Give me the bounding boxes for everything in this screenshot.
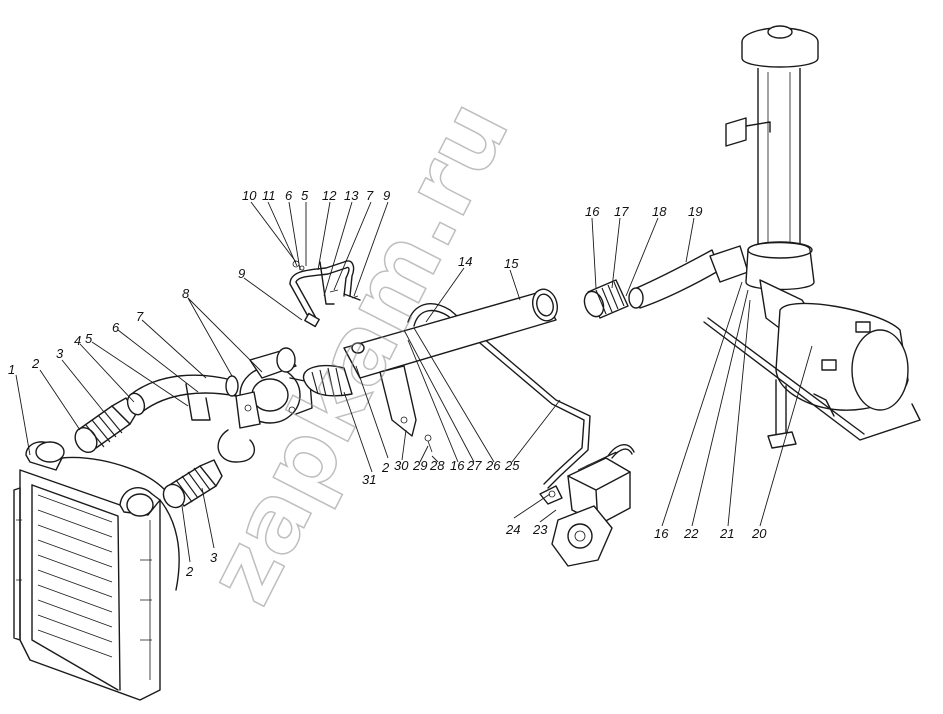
callout-5: 5 [85, 331, 93, 346]
callout-25: 25 [504, 458, 520, 473]
radiator-assembly [13, 441, 180, 701]
callout-31: 31 [362, 472, 376, 487]
callout-12: 12 [322, 188, 337, 203]
callout-6: 6 [112, 320, 120, 335]
callout-labels: 1 2 3 4 5 6 7 8 9 10 11 6 5 12 13 7 9 14… [8, 188, 767, 579]
callout-7: 7 [136, 309, 144, 324]
leader-lines [15, 201, 813, 563]
callout-19: 19 [688, 204, 702, 219]
callout-21: 21 [719, 526, 734, 541]
callout-8: 8 [182, 286, 190, 301]
turbocharger [217, 347, 313, 463]
callout-23: 23 [532, 522, 548, 537]
callout-17: 17 [614, 204, 629, 219]
callout-30: 30 [394, 458, 409, 473]
callout-26: 26 [485, 458, 501, 473]
callout-18: 18 [652, 204, 667, 219]
small-pipe-assembly [289, 260, 361, 328]
callout-7b: 7 [366, 188, 374, 203]
hose-left-lower [162, 459, 223, 509]
hose-to-filter [583, 245, 749, 319]
callout-11: 11 [262, 188, 276, 203]
callout-16a: 16 [585, 204, 600, 219]
callout-5b: 5 [301, 188, 309, 203]
callout-16b: 16 [450, 458, 465, 473]
callout-27: 27 [466, 458, 482, 473]
callout-20: 20 [751, 526, 767, 541]
callout-2b: 2 [185, 564, 194, 579]
watermark: zapkam.ru [186, 85, 529, 620]
callout-29: 29 [412, 458, 427, 473]
callout-6b: 6 [285, 188, 293, 203]
compressor [539, 444, 635, 567]
callout-9b: 9 [383, 188, 390, 203]
callout-24: 24 [505, 522, 520, 537]
callout-2: 2 [31, 356, 40, 371]
callout-28: 28 [429, 458, 445, 473]
air-filter-column [725, 25, 819, 337]
callout-15: 15 [504, 256, 519, 271]
callout-16c: 16 [654, 526, 669, 541]
callout-9: 9 [238, 266, 245, 281]
filter-housing [703, 302, 921, 449]
callout-4: 4 [74, 333, 81, 348]
callout-10: 10 [242, 188, 257, 203]
callout-1: 1 [8, 362, 15, 377]
callout-14: 14 [458, 254, 472, 269]
callout-13: 13 [344, 188, 359, 203]
callout-22: 22 [683, 526, 699, 541]
callout-2c: 2 [381, 460, 390, 475]
hose-left-upper [74, 397, 137, 454]
intake-pipe-left [126, 374, 239, 421]
long-pipe [407, 303, 591, 489]
intake-pipe-center [302, 288, 559, 453]
callout-3: 3 [56, 346, 64, 361]
callout-3b: 3 [210, 550, 218, 565]
